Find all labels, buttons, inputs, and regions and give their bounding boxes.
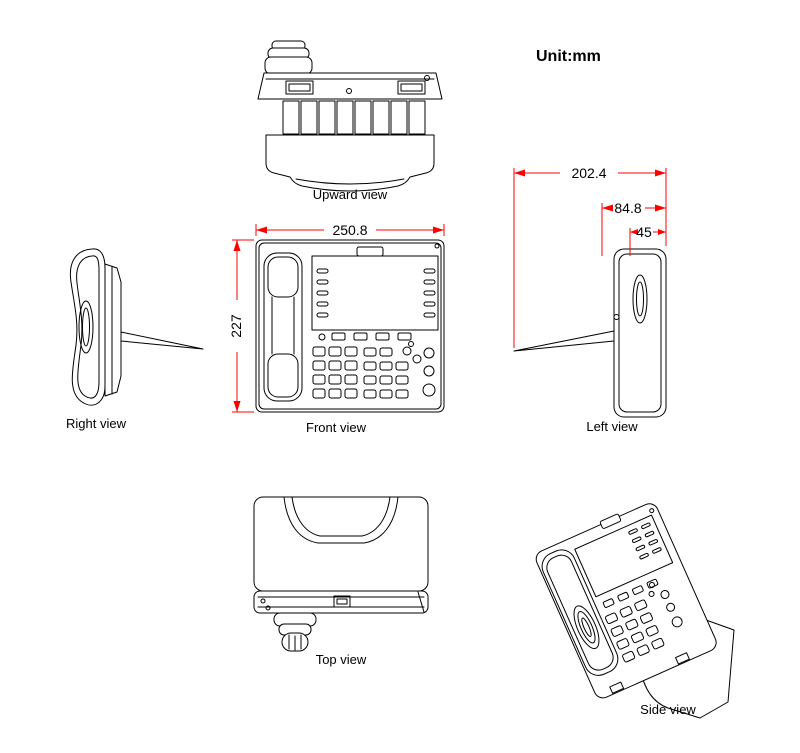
side-view: Side view	[535, 503, 735, 719]
top-body-outline	[253, 496, 429, 592]
side-handset	[541, 549, 619, 676]
side-phone-body	[535, 503, 717, 699]
front-function-keys	[363, 341, 436, 399]
dimension-front-width: 250.8	[255, 222, 445, 238]
front-screen	[311, 246, 439, 331]
dimension-depth-body-text: 84.8	[614, 200, 641, 216]
dimension-depth-total: 202.4	[513, 165, 667, 348]
left-view: Left view 202.4 84.8 45	[513, 165, 667, 434]
front-view-label: Front view	[306, 420, 367, 435]
front-handset	[263, 252, 303, 402]
left-view-label: Left view	[586, 419, 638, 434]
left-kickstand	[513, 330, 615, 352]
upward-view-label: Upward view	[313, 187, 388, 202]
side-keypad	[605, 581, 683, 663]
dimension-front-width-text: 250.8	[332, 222, 367, 238]
dimension-front-height: 227	[228, 239, 254, 413]
right-view-label: Right view	[66, 416, 127, 431]
top-cradle-cutout	[283, 496, 399, 544]
left-body-profile	[613, 248, 667, 418]
front-softkeys	[318, 332, 412, 341]
dimension-front-height-text: 227	[228, 314, 244, 338]
side-screen	[574, 514, 674, 598]
upward-stand-slots	[282, 100, 426, 135]
top-view-label: Top view	[316, 652, 367, 667]
front-view: Front view 250.8 227	[228, 222, 445, 435]
dimension-depth-display: 45	[629, 224, 666, 256]
right-body-profile	[104, 263, 122, 397]
front-keypad	[312, 346, 358, 399]
right-handset-profile	[69, 248, 106, 406]
upward-body-bar	[257, 72, 443, 100]
top-handset-end	[273, 612, 317, 652]
side-view-label: Side view	[640, 702, 696, 717]
top-front-band	[253, 590, 429, 614]
upward-view: Upward view	[257, 40, 443, 202]
upward-base-shell	[265, 134, 435, 192]
top-view: Top view	[253, 496, 429, 667]
unit-label: Unit:mm	[536, 48, 601, 65]
right-kickstand	[120, 331, 204, 350]
dimension-depth-display-text: 45	[636, 224, 652, 240]
upward-handset-end	[264, 40, 313, 75]
right-view: Right view	[66, 248, 204, 431]
dimension-depth-body: 84.8	[601, 200, 666, 256]
dimension-depth-total-text: 202.4	[571, 165, 606, 181]
